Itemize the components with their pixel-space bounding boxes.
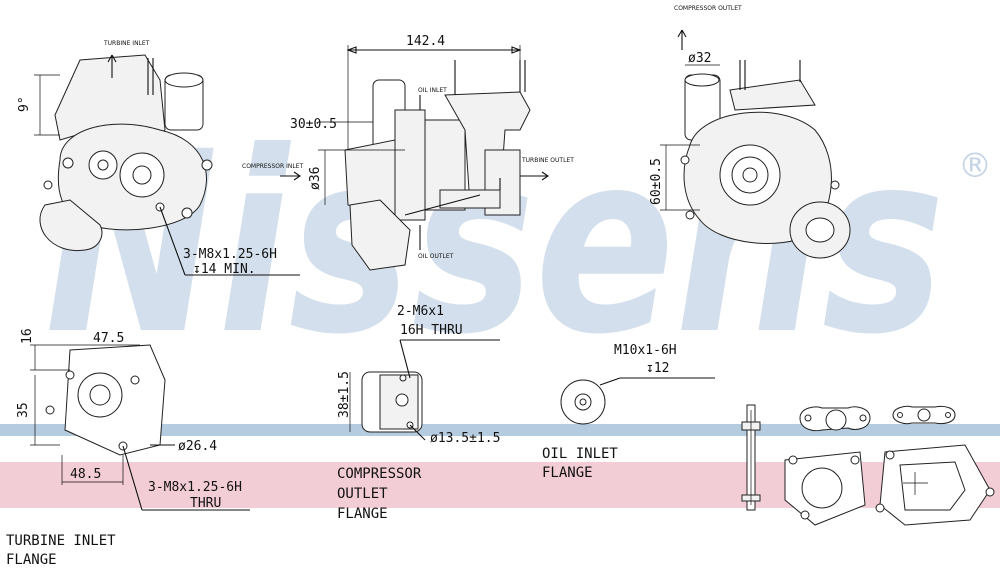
dim-32: ø32 (688, 51, 711, 66)
oil-inlet-label: OIL INLET (418, 87, 447, 94)
compressor-inlet-label: COMPRESSOR INLET (242, 163, 303, 170)
turbine-flange-callout-2: THRU (190, 496, 221, 511)
dim-47-5: 47.5 (93, 331, 124, 346)
bolt-part (741, 404, 761, 511)
right-turbo-view (660, 29, 851, 259)
dim-48-5: 48.5 (70, 467, 101, 482)
gasket-large-1 (784, 451, 866, 526)
dim-38: 38±1.5 (337, 371, 352, 418)
gasket-small-2 (892, 405, 956, 425)
turbine-flange-caption-1: TURBINE INLET (6, 533, 116, 549)
turbine-flange-caption-2: FLANGE (6, 552, 57, 568)
compressor-flange-callout-1: 2-M6x1 (397, 304, 444, 319)
dim-35: 35 (16, 402, 31, 418)
turbine-outlet-label: TURBINE OUTLET (521, 157, 574, 164)
oil-outlet-label: OIL OUTLET (418, 253, 454, 260)
dim-36: ø36 (308, 167, 323, 190)
oil-flange-caption-2: FLANGE (542, 465, 593, 481)
oil-flange-callout-1: M10x1-6H (614, 343, 677, 358)
dim-16: 16 (20, 328, 35, 344)
left-callout-depth: ↧14 MIN. (193, 262, 256, 277)
registered-mark: ® (958, 146, 992, 186)
turbine-inlet-label: TURBINE INLET (103, 40, 150, 47)
compressor-outlet-label: COMPRESSOR OUTLET (674, 5, 742, 12)
gasket-small-1 (799, 406, 871, 432)
oil-flange-callout-2: ↧12 (646, 361, 669, 376)
compressor-flange-caption-1: COMPRESSOR (337, 466, 422, 482)
turbine-flange-callout-1: 3-M8x1.25-6H (148, 480, 242, 495)
dim-26-4: ø26.4 (178, 439, 217, 454)
compressor-flange-caption-3: FLANGE (337, 506, 388, 522)
compressor-flange-caption-2: OUTLET (337, 486, 388, 502)
gasket-large-2 (875, 444, 995, 526)
left-turbo-view (34, 54, 300, 276)
dim-30: 30±0.5 (290, 117, 337, 132)
compressor-outlet-flange (349, 339, 500, 441)
oil-inlet-flange (560, 377, 715, 425)
dim-angle-9: 9° (17, 96, 32, 112)
dim-60: 60±0.5 (649, 158, 664, 205)
oil-flange-caption-1: OIL INLET (542, 446, 618, 462)
left-callout-thread: 3-M8x1.25-6H (183, 247, 277, 262)
dim-142-4: 142.4 (406, 34, 445, 49)
turbine-inlet-flange (30, 344, 250, 511)
center-turbo-view (280, 45, 549, 271)
compressor-flange-callout-2: 16H THRU (400, 323, 463, 338)
dim-13-5: ø13.5±1.5 (430, 431, 500, 446)
